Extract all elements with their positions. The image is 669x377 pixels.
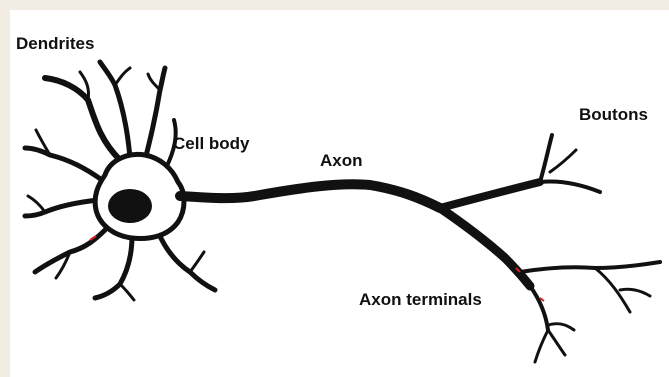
axon-terminals [520,262,660,362]
axon [180,182,540,286]
label-cell-body: Cell body [173,134,250,154]
label-boutons: Boutons [579,105,648,125]
label-dendrites: Dendrites [16,34,94,54]
boutons-branch [540,135,600,192]
nucleus [108,189,152,223]
label-axon: Axon [320,151,363,171]
label-axon-terminals: Axon terminals [359,290,482,310]
